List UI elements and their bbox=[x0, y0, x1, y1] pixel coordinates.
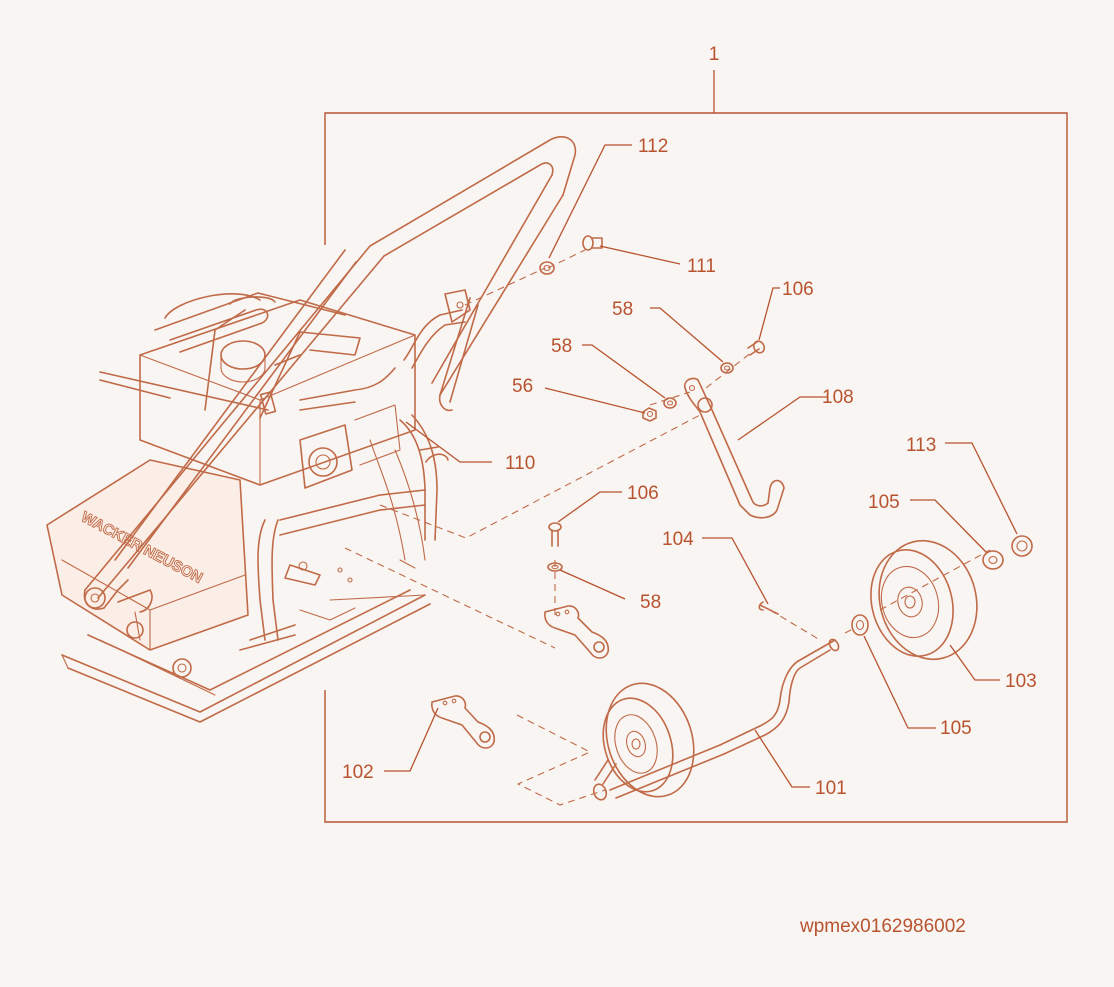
part-106-bolt-top bbox=[747, 340, 766, 356]
part-113-cap bbox=[1011, 535, 1033, 557]
callout-104: 104 bbox=[662, 529, 694, 550]
assembly-frame bbox=[324, 70, 1068, 823]
callout-105-b: 105 bbox=[940, 718, 972, 739]
callout-110: 110 bbox=[505, 453, 535, 474]
part-105-washer-b bbox=[851, 614, 869, 636]
part-108-lever bbox=[683, 377, 785, 519]
callout-106-lower: 106 bbox=[627, 483, 659, 504]
part-104-pin bbox=[758, 601, 779, 615]
callout-58-b: 58 bbox=[551, 336, 572, 357]
callout-1: 1 bbox=[709, 44, 720, 65]
part-58-washer-b bbox=[663, 397, 677, 409]
callout-labels: 1 112 111 106 58 58 56 108 110 106 58 10… bbox=[342, 44, 1037, 799]
part-105-washer-a bbox=[982, 550, 1004, 570]
guide-handle bbox=[83, 136, 577, 641]
compactor-machine: WACKER NEUSON bbox=[46, 292, 466, 723]
callout-113: 113 bbox=[906, 435, 936, 456]
callout-58-a: 58 bbox=[612, 299, 633, 320]
callout-106-top: 106 bbox=[782, 279, 814, 300]
part-58-washer-a bbox=[720, 362, 734, 374]
part-111-bolt bbox=[582, 235, 603, 251]
part-112-washer bbox=[539, 261, 555, 275]
callout-58-c: 58 bbox=[640, 592, 661, 613]
bracket-upper bbox=[544, 605, 610, 659]
installation-lines bbox=[344, 249, 991, 806]
part-102-bracket bbox=[431, 695, 496, 749]
callout-108: 108 bbox=[822, 387, 854, 408]
part-106-bolt-lower bbox=[548, 522, 562, 547]
callout-101: 101 bbox=[815, 778, 847, 799]
callout-103: 103 bbox=[1005, 671, 1037, 692]
callout-111: 111 bbox=[687, 256, 716, 277]
figure-id: wpmex0162986002 bbox=[799, 916, 966, 937]
callout-112: 112 bbox=[638, 136, 668, 157]
callout-105-a: 105 bbox=[868, 492, 900, 513]
part-56-nut bbox=[642, 407, 657, 422]
part-101-axle-frame bbox=[592, 638, 840, 801]
callout-102: 102 bbox=[342, 762, 374, 783]
part-58-washer-c bbox=[547, 562, 563, 572]
leader-lines bbox=[384, 144, 1018, 788]
part-103-wheel bbox=[870, 539, 978, 661]
callout-56: 56 bbox=[512, 376, 533, 397]
